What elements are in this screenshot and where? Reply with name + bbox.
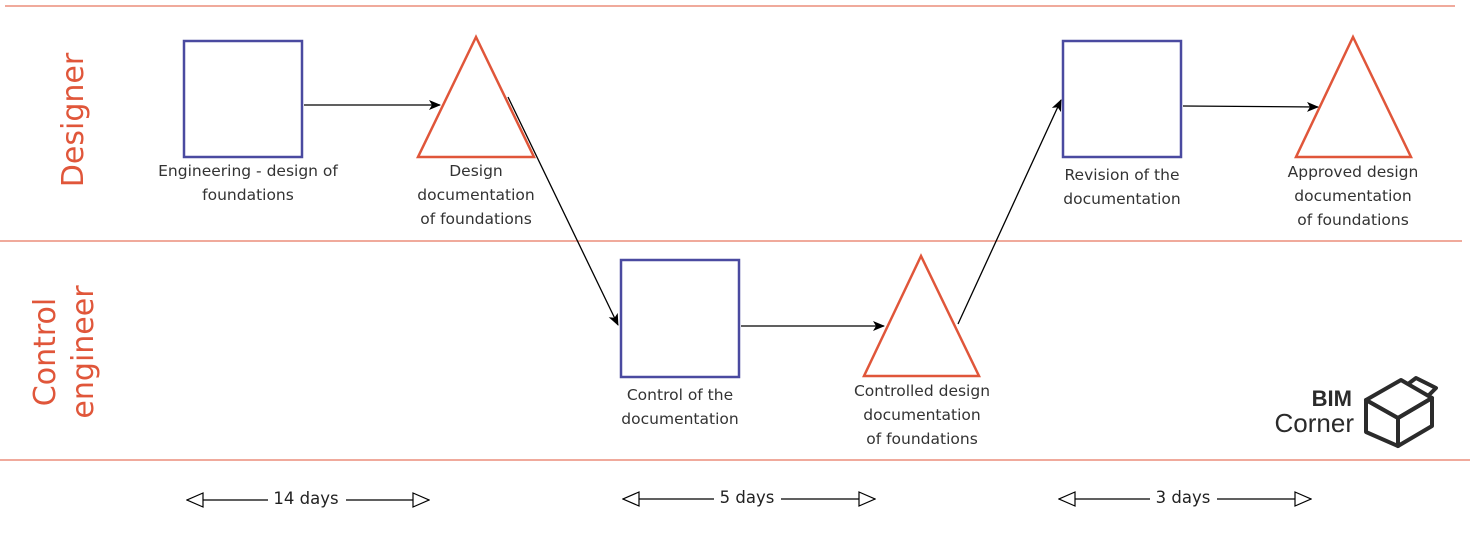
milestone-triangle-design-doc[interactable] — [416, 34, 536, 159]
duration-label-3-days: 3 days — [1150, 488, 1216, 508]
milestone-triangle-controlled-doc[interactable] — [862, 253, 981, 378]
logo-text-corner: Corner — [1274, 408, 1354, 438]
duration-label-14-days: 14 days — [268, 489, 344, 509]
node-label-approved: Approved design documentation of foundat… — [1287, 163, 1419, 229]
logo-text-bim: BIM — [1311, 386, 1352, 411]
node-label-design-doc: Design documentation of foundations — [417, 162, 535, 228]
lane-label-designer: Designer — [56, 52, 91, 188]
node-label-control-doc: Control of the documentation — [621, 386, 739, 428]
flow-arrow-2 — [507, 96, 619, 326]
node-label-engineering: Engineering - design of foundations — [158, 162, 338, 204]
flow-arrow-5 — [1182, 101, 1319, 112]
lane-label-control-engineer: Control engineer — [28, 285, 101, 419]
process-box-engineering[interactable] — [182, 39, 304, 159]
duration-label-5-days: 5 days — [714, 488, 780, 508]
process-box-control[interactable] — [619, 258, 741, 379]
milestone-triangle-approved[interactable] — [1294, 34, 1413, 159]
box-icon — [1364, 376, 1438, 448]
process-box-revision[interactable] — [1061, 39, 1183, 159]
node-label-revision: Revision of the documentation — [1063, 166, 1181, 208]
node-label-controlled-doc: Controlled design documentation of found… — [853, 382, 991, 448]
flow-arrow-4 — [957, 99, 1062, 325]
